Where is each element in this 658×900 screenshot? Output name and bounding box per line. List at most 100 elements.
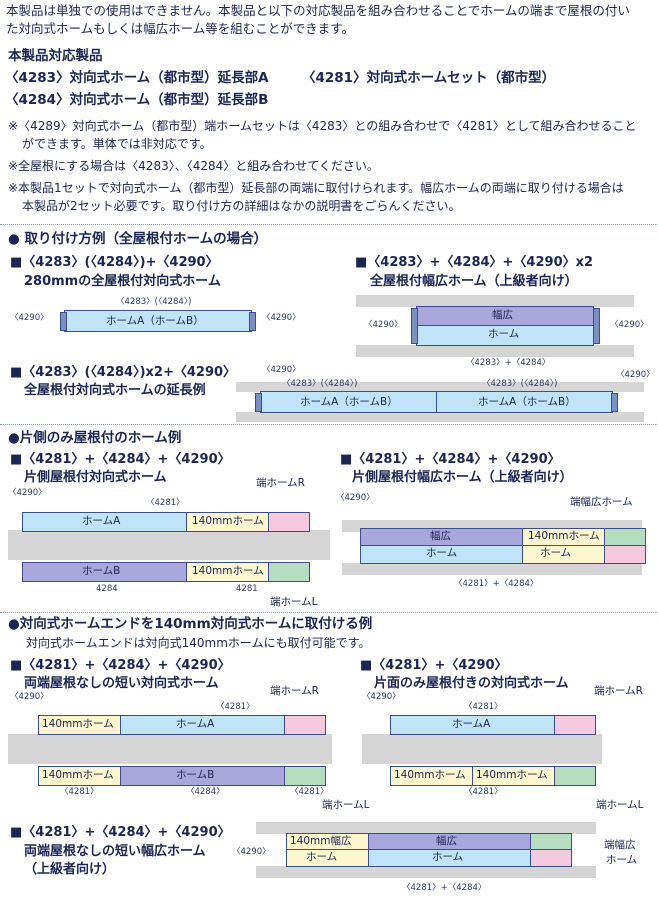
label-4283-4284: 〈4283〉(〈4284〉): [282, 379, 358, 389]
label-4281: 〈4281〉: [290, 787, 329, 797]
platform-end-r: [554, 715, 596, 735]
note-3b: 本製品が2セット必要です。取り付け方の詳細はなかの説明書をごらんください。: [22, 199, 461, 213]
example-6-title: ■〈4281〉+〈4284〉+〈4290〉: [10, 658, 231, 673]
example-1-title: ■〈4283〉(〈4284〉)+〈4290〉: [10, 255, 219, 270]
example-3-subtitle: 全屋根付対向式ホームの延長例: [24, 383, 206, 398]
end-home-l-label: 端ホームL: [270, 596, 318, 608]
end-wide-home-label: 端幅広ホーム: [570, 496, 633, 508]
label-4283-4284: 〈4283〉(〈4284〉): [116, 297, 192, 307]
label-4281: 〈4281〉: [464, 787, 503, 797]
label-4281: 〈4281〉: [216, 702, 255, 712]
h140-label: 140mmホーム: [476, 769, 548, 781]
end-wide-label: 端幅広: [604, 839, 636, 851]
h140-label: 140mmホーム: [42, 769, 114, 781]
rail-bottom: [236, 412, 644, 422]
rail-middle: [362, 734, 602, 764]
h140wide-label: 140mm幅広: [290, 835, 352, 847]
label-4281-plus-4284: 〈4281〉+〈4284〉: [454, 579, 539, 589]
home-a-label: ホームA: [452, 718, 491, 730]
home-label: ホーム: [432, 851, 464, 863]
h140-label: 140mmホーム: [192, 515, 264, 527]
platform-end-l: [554, 766, 596, 786]
label-4281: 〈4281〉: [464, 702, 503, 712]
label-4290: 〈4290〉: [362, 692, 401, 702]
home-label: ホーム: [426, 547, 458, 559]
label-4281-plus-4284: 〈4281〉+〈4284〉: [402, 883, 487, 893]
rail-middle: [8, 530, 330, 560]
end-cap-right: [249, 312, 256, 331]
example-8-subtitle-2: （上級者向け）: [24, 862, 116, 877]
h140-label: 140mmホーム: [42, 718, 114, 730]
note-3a: ※本製品1セットで対向式ホーム（都市型）延長部の両端に取付けられます。幅広ホーム…: [8, 181, 624, 195]
platform-end-wide: [530, 849, 572, 867]
home-b-label: ホームB: [82, 565, 121, 577]
compat-heading: 本製品対応製品: [8, 48, 103, 64]
rail-bottom: [356, 345, 634, 357]
end-home-l-label: 端ホームL: [322, 799, 370, 811]
end-cap-right: [593, 308, 600, 344]
wide-label: 幅広: [430, 530, 451, 542]
rail-top: [356, 295, 634, 307]
platform-label: ホームA（ホームB）: [300, 396, 398, 408]
home-a-label: ホームA: [176, 718, 215, 730]
end-cap-left: [411, 308, 418, 344]
label-4281: 4281: [236, 584, 258, 594]
platform-end-r: [268, 512, 310, 532]
platform-end-l: [268, 562, 310, 582]
end-cap-left: [60, 312, 67, 331]
end-home-r-label: 端ホームR: [270, 685, 319, 697]
end-home-l-label: 端ホームL: [596, 799, 644, 811]
label-4290-left: 〈4290〉: [262, 365, 301, 375]
example-3-title: ■〈4283〉(〈4284〉)x2+〈4290〉: [10, 365, 237, 380]
label-4290-right: 〈4290〉: [610, 320, 649, 330]
section-title-full-roof: ● 取り付け方例（全屋根付ホームの場合）: [8, 231, 268, 247]
end-wide-label-2: ホーム: [606, 854, 638, 866]
divider: [0, 612, 658, 613]
wide-label: 幅広: [492, 309, 513, 321]
example-6-subtitle: 両端屋根なしの短い対向式ホーム: [24, 676, 219, 691]
example-1-subtitle: 280mmの全屋根付対向式ホーム: [24, 274, 221, 289]
divider: [0, 424, 658, 425]
label-4290-left: 〈4290〉: [10, 313, 49, 323]
example-4-title: ■〈4281〉+〈4284〉+〈4290〉: [10, 452, 231, 467]
home-a-label: ホームA: [82, 515, 121, 527]
note-1a: ※〈4289〉対向式ホーム（都市型）端ホームセットは〈4283〉との組み合わせで…: [8, 119, 637, 133]
label-4290-right: 〈4290〉: [616, 370, 655, 380]
compat-item-set: 〈4281〉対向式ホームセット（都市型）: [302, 70, 556, 86]
end-cap-right: [611, 393, 618, 412]
wide-label: 幅広: [436, 835, 457, 847]
end-cap-left: [255, 393, 262, 412]
note-1b: ができます。単体では非対応です。: [22, 137, 212, 151]
label-4290-right: 〈4290〉: [262, 313, 301, 323]
h140-label: 140mmホーム: [192, 565, 264, 577]
rail-middle: [8, 734, 332, 764]
h140-label: 140mmホーム: [394, 769, 466, 781]
example-7-title: ■〈4281〉+〈4290〉: [360, 658, 508, 673]
note-2: ※全屋根にする場合は〈4283〉、〈4284〉と組み合わせてください。: [8, 159, 379, 173]
rail-bottom: [342, 563, 642, 575]
end-home-r-label: 端ホームR: [594, 685, 643, 697]
label-4283-plus-4284: 〈4283〉+〈4284〉: [466, 358, 551, 368]
section-subtitle: 対向式ホームエンドは対向式140mmホームにも取付可能です。: [26, 636, 371, 650]
divider: [0, 224, 658, 225]
label-4290: 〈4290〉: [10, 692, 49, 702]
platform-end-r: [284, 715, 326, 735]
label-4284: 〈4284〉: [186, 787, 225, 797]
label-4290-left: 〈4290〉: [364, 320, 403, 330]
compat-item-b: 〈4284〉対向式ホーム（都市型）延長部B: [5, 92, 269, 108]
home-label: ホーム: [540, 547, 572, 559]
section-title-one-side: ●片側のみ屋根付のホーム例: [8, 430, 182, 446]
example-2-title: ■〈4283〉+〈4284〉+〈4290〉x2: [355, 255, 594, 270]
section-title-140mm: ●対向式ホームエンドを140mm対向式ホームに取付ける例: [8, 616, 373, 632]
label-4290: 〈4290〉: [336, 493, 375, 503]
example-2-subtitle: 全屋根付幅広ホーム（上級者向け）: [370, 274, 578, 289]
platform-label: ホームA（ホームB）: [106, 315, 204, 327]
label-4284: 4284: [96, 584, 118, 594]
example-5-subtitle: 片側屋根付幅広ホーム（上級者向け）: [352, 470, 573, 485]
platform-label: ホームA（ホームB）: [478, 396, 576, 408]
home-b-label: ホームB: [176, 769, 215, 781]
h140-label: 140mmホーム: [528, 530, 600, 542]
example-7-subtitle: 片面のみ屋根付きの対向式ホーム: [374, 676, 569, 691]
example-4-subtitle: 片側屋根付対向式ホーム: [24, 470, 167, 485]
label-4281: 〈4281〉: [146, 498, 185, 508]
